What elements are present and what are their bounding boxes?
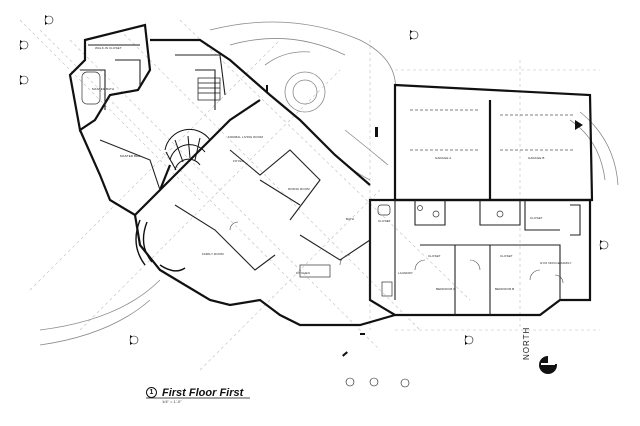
north-arrow-icon (539, 356, 557, 374)
label-garage-b: GARAGE B (528, 156, 545, 160)
fixtures (81, 71, 504, 297)
label-walk-in-closet: WALK-IN CLOSET (95, 46, 122, 50)
label-kitchen: KITCHEN (296, 271, 310, 275)
label-garage-a: GARAGE A (435, 156, 452, 160)
label-foyer: FOYER (233, 159, 244, 163)
label-closet-3: CLOSET (500, 254, 513, 258)
label-master-bed: MASTER BED (120, 154, 141, 158)
label-bedroom-a: BEDROOM A (436, 287, 456, 291)
garage-doors (410, 109, 575, 151)
drawing-title: First Floor First (162, 387, 244, 399)
interior-walls (80, 44, 581, 315)
label-gym: GYM OFFICE/FAMILY (540, 261, 572, 265)
label-family-room: FAMILY ROOM (202, 252, 224, 256)
door-swings (229, 221, 564, 284)
bay-window (135, 219, 186, 272)
label-closet-2: CLOSET (428, 254, 441, 258)
staircase-curved (164, 128, 211, 171)
label-bedroom-b: BEDROOM B (495, 287, 515, 291)
callout-circles (19, 15, 609, 388)
drawing-scale: 1/4" = 1'-0" (162, 399, 182, 404)
staircase-straight (197, 77, 221, 101)
label-master-bath: MASTER BATH (92, 87, 115, 91)
label-closet-1: CLOSET (378, 219, 391, 223)
label-closet-4: CLOSET (530, 216, 543, 220)
label-formal-living: FORMAL LIVING ROOM (228, 135, 264, 139)
label-dining: DINING ROOM (288, 187, 310, 191)
exterior-walls (68, 23, 594, 327)
north-label: NORTH (522, 326, 531, 360)
label-bath: BATH (346, 217, 355, 221)
label-laundry: LAUNDRY (398, 271, 413, 275)
view-number: 1 (146, 387, 157, 398)
